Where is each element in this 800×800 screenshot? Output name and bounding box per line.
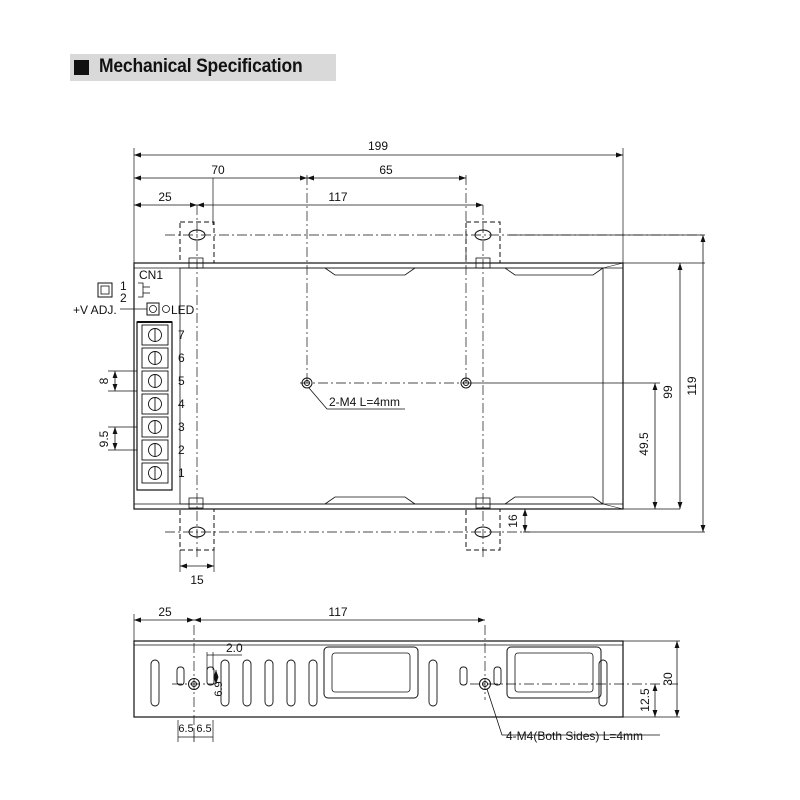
terminal-number-6: 6 (178, 351, 185, 365)
terminal-screws (141, 324, 169, 484)
terminal-number-1: 1 (178, 466, 185, 480)
dim-199: 199 (368, 139, 388, 153)
m4-hole-left (301, 377, 313, 389)
section-title: Mechanical Specification (99, 56, 303, 77)
section-header: Mechanical Specification (70, 54, 336, 81)
side-vent-slots (150, 659, 608, 707)
dim-15: 15 (190, 573, 204, 587)
side-dim-6-9: 6.9 (213, 681, 225, 696)
header-square-icon (74, 60, 89, 75)
hole-note-top: 2-M4 L=4mm (329, 395, 400, 409)
terminal-number-5: 5 (178, 374, 185, 388)
side-dim-25: 25 (158, 605, 172, 619)
terminal-number-4: 4 (178, 397, 185, 411)
side-dim-2-0: 2.0 (226, 641, 243, 655)
top-inner-frame (179, 267, 604, 505)
led-label: LED (171, 303, 195, 317)
dim-99: 99 (661, 385, 675, 399)
cn1-pin-2: 2 (120, 291, 127, 305)
dim-8: 8 (97, 377, 111, 384)
side-dim-117: 117 (328, 605, 347, 619)
cn1-label: CN1 (139, 268, 163, 282)
side-view (133, 614, 680, 742)
dim-70: 70 (211, 163, 225, 177)
side-window-left (323, 646, 419, 699)
dim-119: 119 (685, 376, 699, 395)
side-hole-leader-line (486, 688, 660, 736)
dim-49-5: 49.5 (637, 432, 651, 456)
top-body-outline (133, 262, 624, 510)
top-vent-a (324, 267, 416, 276)
bottom-vent-b (504, 496, 604, 505)
side-window-right (506, 646, 602, 699)
side-dim-12-5: 12.5 (638, 688, 652, 712)
dim-25: 25 (158, 190, 172, 204)
side-view-labels: 25 117 2.0 6.9 6.5 6.5 30 12.5 4-M4(Both… (158, 605, 675, 743)
hole-leader-line (308, 387, 405, 410)
top-view (97, 148, 706, 572)
vadj-label: +V ADJ. (73, 303, 117, 317)
side-dim-6-5-right: 6.5 (196, 723, 211, 735)
side-dim-30: 30 (661, 672, 675, 686)
side-dim-6-5-left: 6.5 (178, 723, 193, 735)
cn1-connector (97, 282, 113, 298)
top-view-labels: 199 70 65 25 117 15 16 99 119 49.5 8 9.5… (73, 139, 699, 587)
terminal-number-7: 7 (178, 328, 185, 342)
dim-117: 117 (328, 190, 347, 204)
terminal-number-3: 3 (178, 420, 185, 434)
hole-note-side: 4-M4(Both Sides) L=4mm (506, 729, 643, 743)
vadj-potentiometer (146, 302, 160, 316)
top-vent-b (504, 267, 604, 276)
bottom-vent-a (324, 496, 416, 505)
dim-9-5: 9.5 (97, 430, 111, 447)
dim-16: 16 (506, 514, 520, 528)
side-body-outline (133, 640, 624, 718)
cn1-pin-1: 1 (120, 279, 127, 293)
terminal-number-2: 2 (178, 443, 185, 457)
dim-65: 65 (379, 163, 393, 177)
led-indicator (162, 305, 170, 313)
